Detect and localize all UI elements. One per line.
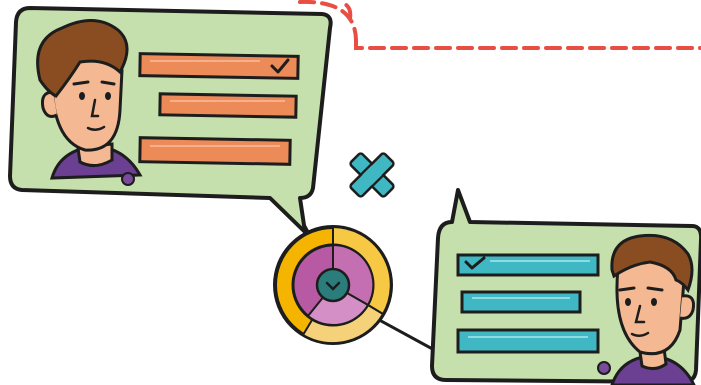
right-text-bar-3 bbox=[458, 330, 598, 352]
right-text-bar-2 bbox=[462, 292, 580, 312]
right-speech-bubble bbox=[432, 190, 701, 385]
left-status-dot bbox=[122, 173, 134, 185]
right-status-dot bbox=[598, 362, 610, 374]
left-text-bar-3 bbox=[140, 138, 290, 165]
left-text-bar-2 bbox=[160, 94, 296, 117]
cross-icon bbox=[338, 141, 406, 209]
left-speech-bubble bbox=[10, 8, 331, 232]
right-text-bar-1 bbox=[458, 255, 598, 275]
dashed-connector-line bbox=[340, 2, 701, 48]
left-text-bar-1 bbox=[140, 54, 298, 79]
connector-line-right bbox=[372, 316, 438, 352]
donut-chart-icon bbox=[275, 227, 391, 343]
